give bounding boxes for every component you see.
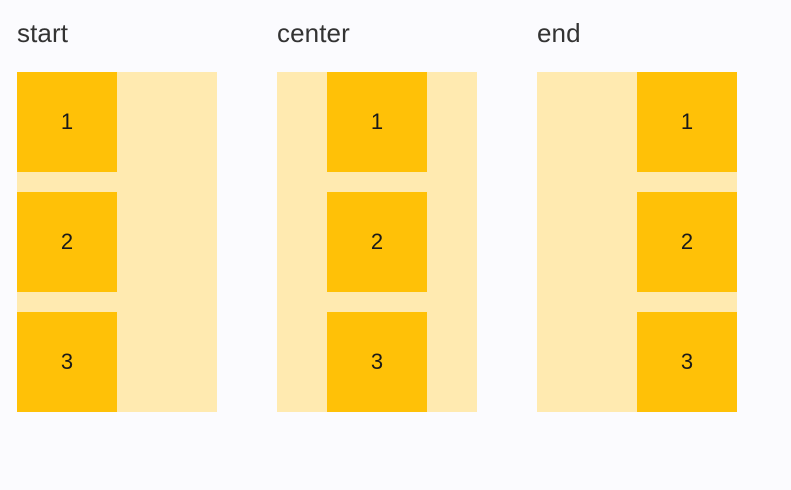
flex-item: 2 bbox=[327, 192, 427, 292]
group-label-start: start bbox=[17, 18, 69, 48]
flex-item: 3 bbox=[17, 312, 117, 412]
flex-container-center: 1 2 3 bbox=[277, 72, 477, 412]
flex-item: 3 bbox=[637, 312, 737, 412]
flex-item: 2 bbox=[17, 192, 117, 292]
flex-container-start: 1 2 3 bbox=[17, 72, 217, 412]
flex-item: 2 bbox=[637, 192, 737, 292]
flex-item: 1 bbox=[327, 72, 427, 172]
flex-item: 1 bbox=[17, 72, 117, 172]
group-label-center: center bbox=[277, 18, 350, 48]
group-label-end: end bbox=[537, 18, 581, 48]
flex-container-end: 1 2 3 bbox=[537, 72, 737, 412]
flex-item: 1 bbox=[637, 72, 737, 172]
flex-item: 3 bbox=[327, 312, 427, 412]
